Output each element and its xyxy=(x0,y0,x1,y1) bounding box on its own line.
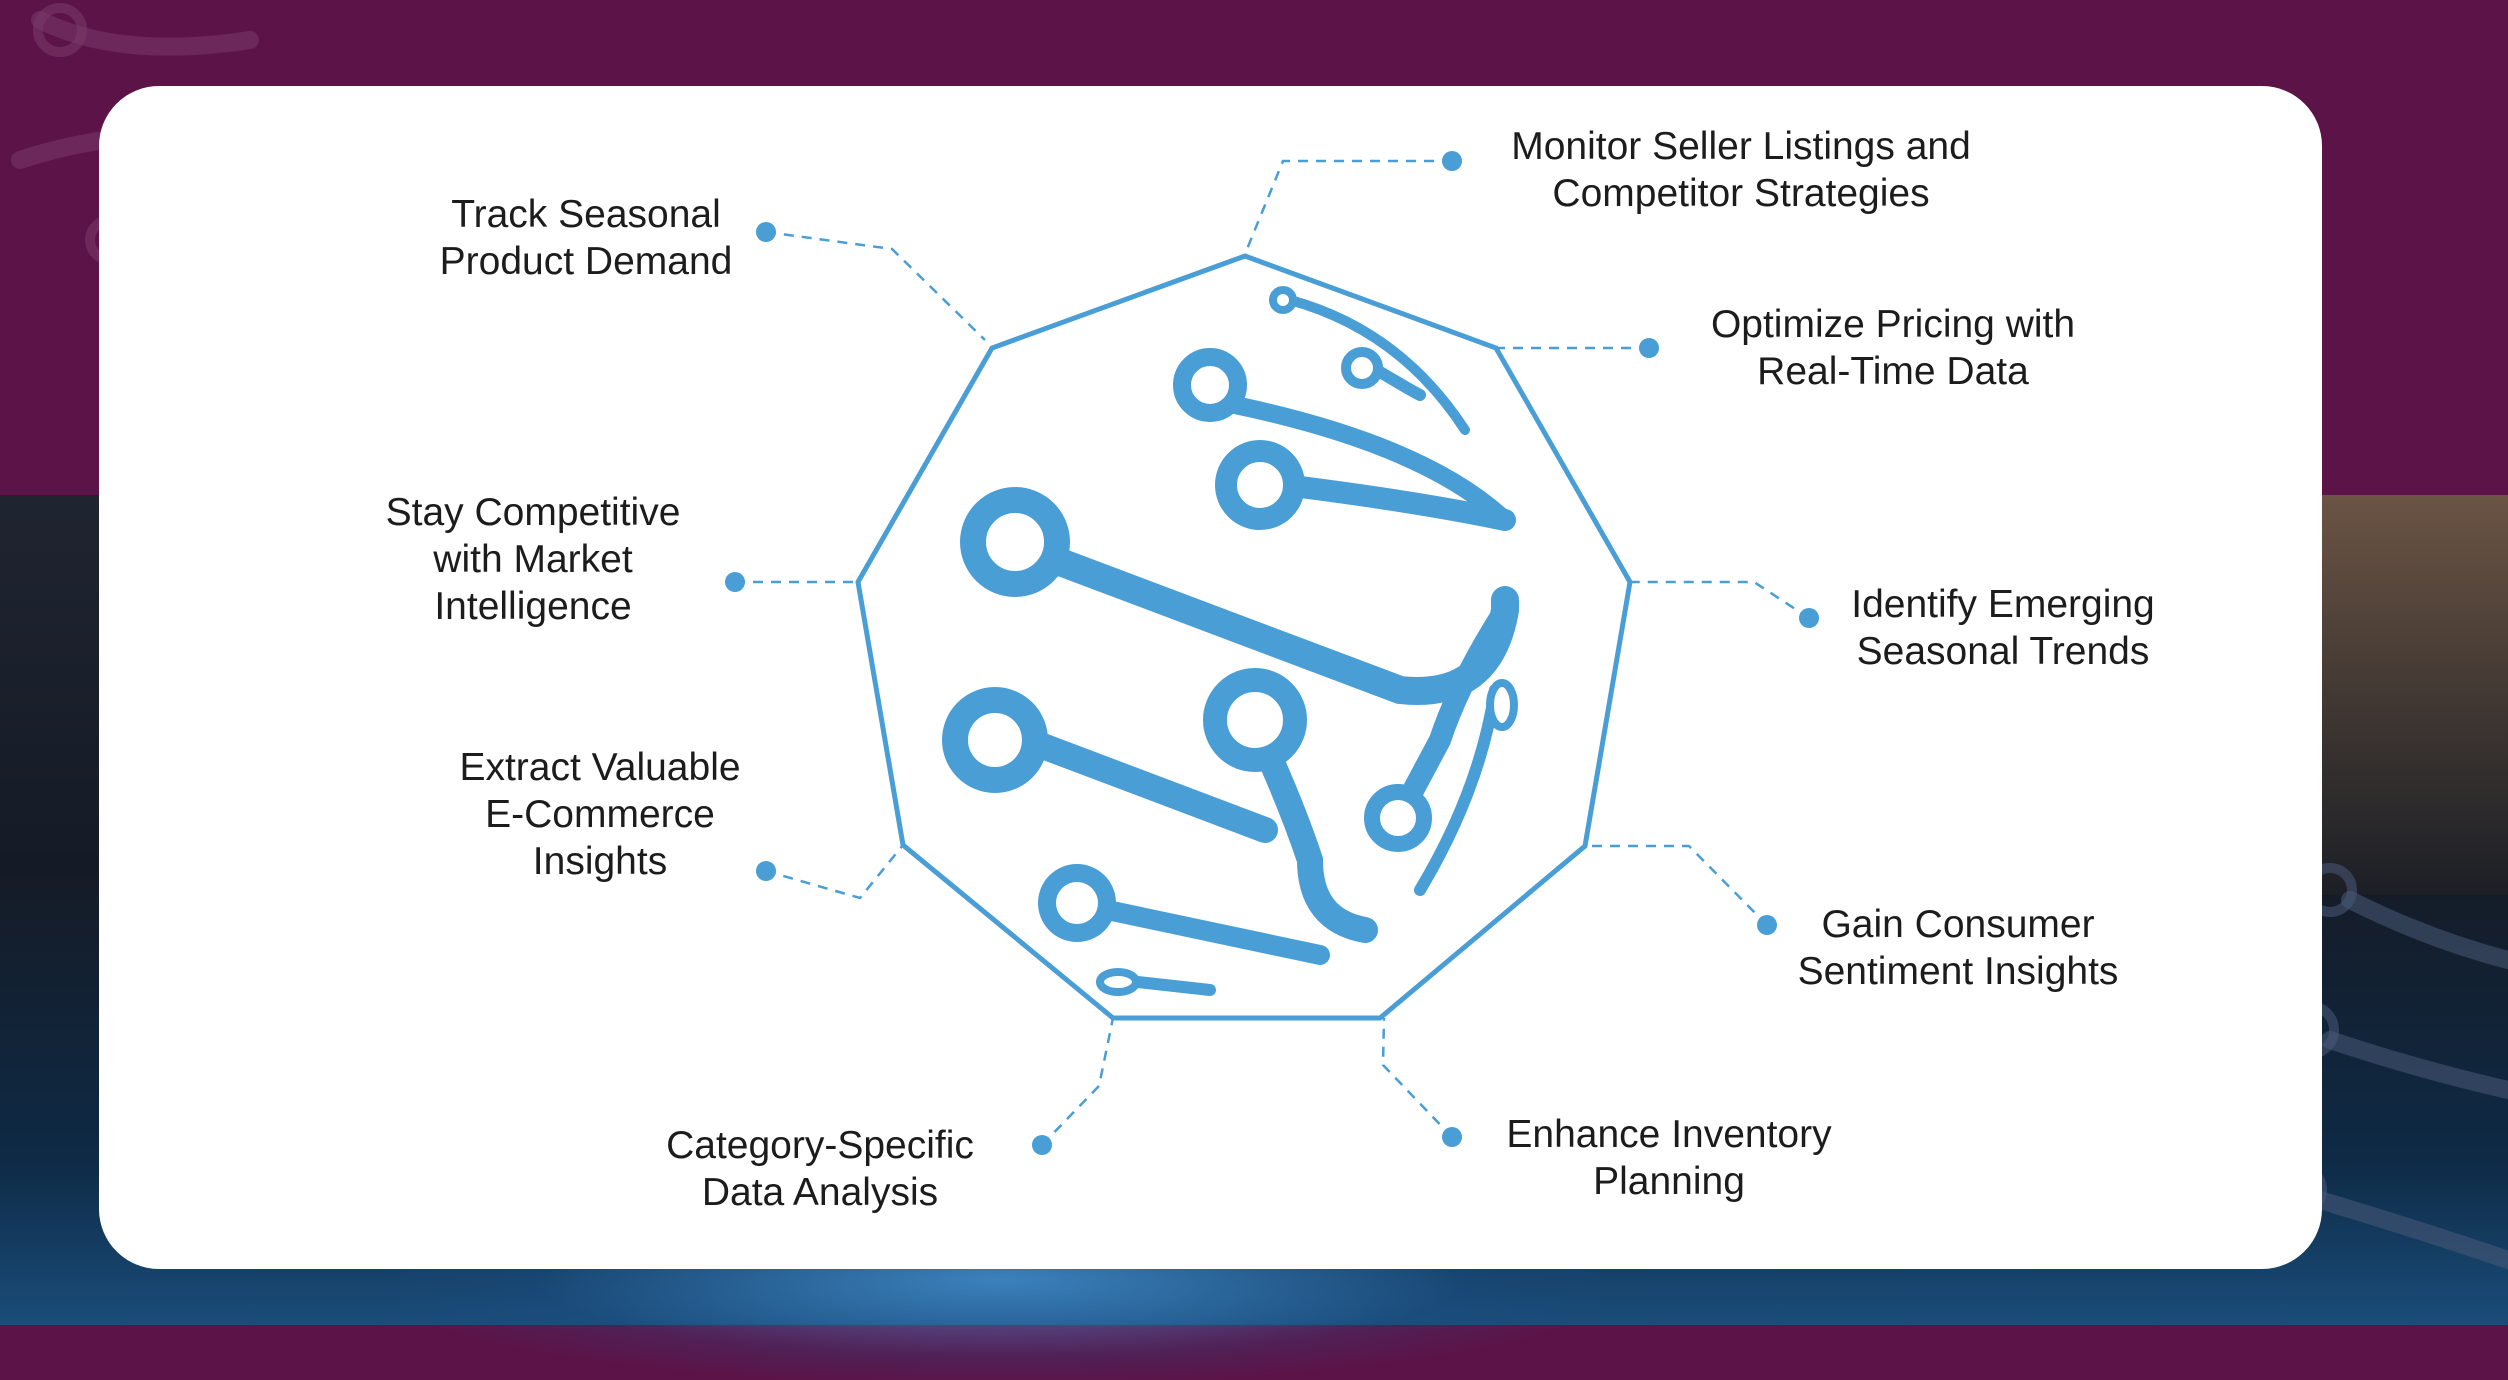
dot-pricing xyxy=(1639,338,1659,358)
circuit-pad-4 xyxy=(942,687,1048,793)
dot-seller-listings xyxy=(1442,151,1462,171)
circuit-pad-7 xyxy=(1038,864,1116,942)
label-line: Monitor Seller Listings and xyxy=(1511,125,1971,168)
dot-category-analysis xyxy=(1032,1135,1052,1155)
dot-market-intelligence xyxy=(725,572,745,592)
label-emerging-trends: Identify Emerging Seasonal Trends xyxy=(1851,581,2155,675)
circuit-pad-11 xyxy=(1486,679,1518,731)
dot-inventory xyxy=(1442,1127,1462,1147)
dot-consumer-sentiment xyxy=(1757,915,1777,935)
label-line: Product Demand xyxy=(439,240,733,283)
label-line: Real-Time Data xyxy=(1757,350,2029,393)
label-line: Competitor Strategies xyxy=(1552,172,1930,215)
label-line: Optimize Pricing with xyxy=(1710,303,2076,346)
circuit-pad-2 xyxy=(1215,440,1305,530)
connector-lines xyxy=(735,159,1810,1146)
connector-emerging-trends xyxy=(1630,580,1810,620)
label-line: Extract Valuable xyxy=(459,746,741,789)
circuit-pad-5 xyxy=(1203,668,1307,772)
circuit-pad-8 xyxy=(1341,347,1383,389)
label-line: Identify Emerging xyxy=(1851,583,2155,626)
background-warm-light xyxy=(2300,495,2508,895)
connector-ecommerce-insights xyxy=(765,844,904,900)
circuit-pad-10 xyxy=(1096,968,1140,996)
label-line: Enhance Inventory xyxy=(1506,1113,1832,1156)
label-pricing: Optimize Pricing with Real-Time Data xyxy=(1711,301,2075,395)
label-category-analysis: Category-Specific Data Analysis xyxy=(666,1122,974,1216)
content-card xyxy=(99,86,2322,1269)
connector-seller-listings xyxy=(1243,159,1452,255)
connector-seasonal-demand xyxy=(765,230,986,341)
dot-seasonal-demand xyxy=(756,222,776,242)
connector-inventory xyxy=(1381,1017,1453,1138)
circuit-pad-9 xyxy=(1269,286,1297,314)
label-line: Intelligence xyxy=(434,585,632,628)
label-market-intelligence: Stay Competitive with Market Intelligenc… xyxy=(386,489,681,630)
circuit-pad-1 xyxy=(1173,348,1247,422)
label-ecommerce-insights: Extract Valuable E-Commerce Insights xyxy=(459,744,740,885)
circuit-pad-6 xyxy=(1364,784,1432,852)
label-seller-listings: Monitor Seller Listings and Competitor S… xyxy=(1511,123,1971,217)
label-line: Data Analysis xyxy=(701,1171,939,1214)
label-line: Stay Competitive xyxy=(385,491,681,534)
dot-ecommerce-insights xyxy=(756,861,776,881)
label-line: Gain Consumer xyxy=(1821,903,2095,946)
hub-nonagon xyxy=(855,253,1633,1021)
circuit-pads xyxy=(942,286,1518,996)
label-consumer-sentiment: Gain Consumer Sentiment Insights xyxy=(1798,901,2119,995)
label-seasonal-demand: Track Seasonal Product Demand xyxy=(440,191,733,285)
circuit-pad-3 xyxy=(960,487,1070,597)
connector-dots xyxy=(725,151,1819,1155)
label-line: Category-Specific xyxy=(666,1124,974,1167)
label-line: Planning xyxy=(1593,1160,1745,1203)
label-inventory: Enhance Inventory Planning xyxy=(1506,1111,1831,1205)
label-line: with Market xyxy=(433,538,633,581)
label-line: E-Commerce xyxy=(485,793,715,836)
label-line: Insights xyxy=(532,840,668,883)
label-line: Track Seasonal xyxy=(451,193,721,236)
dot-emerging-trends xyxy=(1799,608,1819,628)
connector-consumer-sentiment xyxy=(1585,844,1768,926)
connector-category-analysis xyxy=(1041,1017,1115,1146)
label-line: Seasonal Trends xyxy=(1856,630,2150,673)
label-line: Sentiment Insights xyxy=(1797,950,2119,993)
hub-diagram xyxy=(725,151,1819,1155)
